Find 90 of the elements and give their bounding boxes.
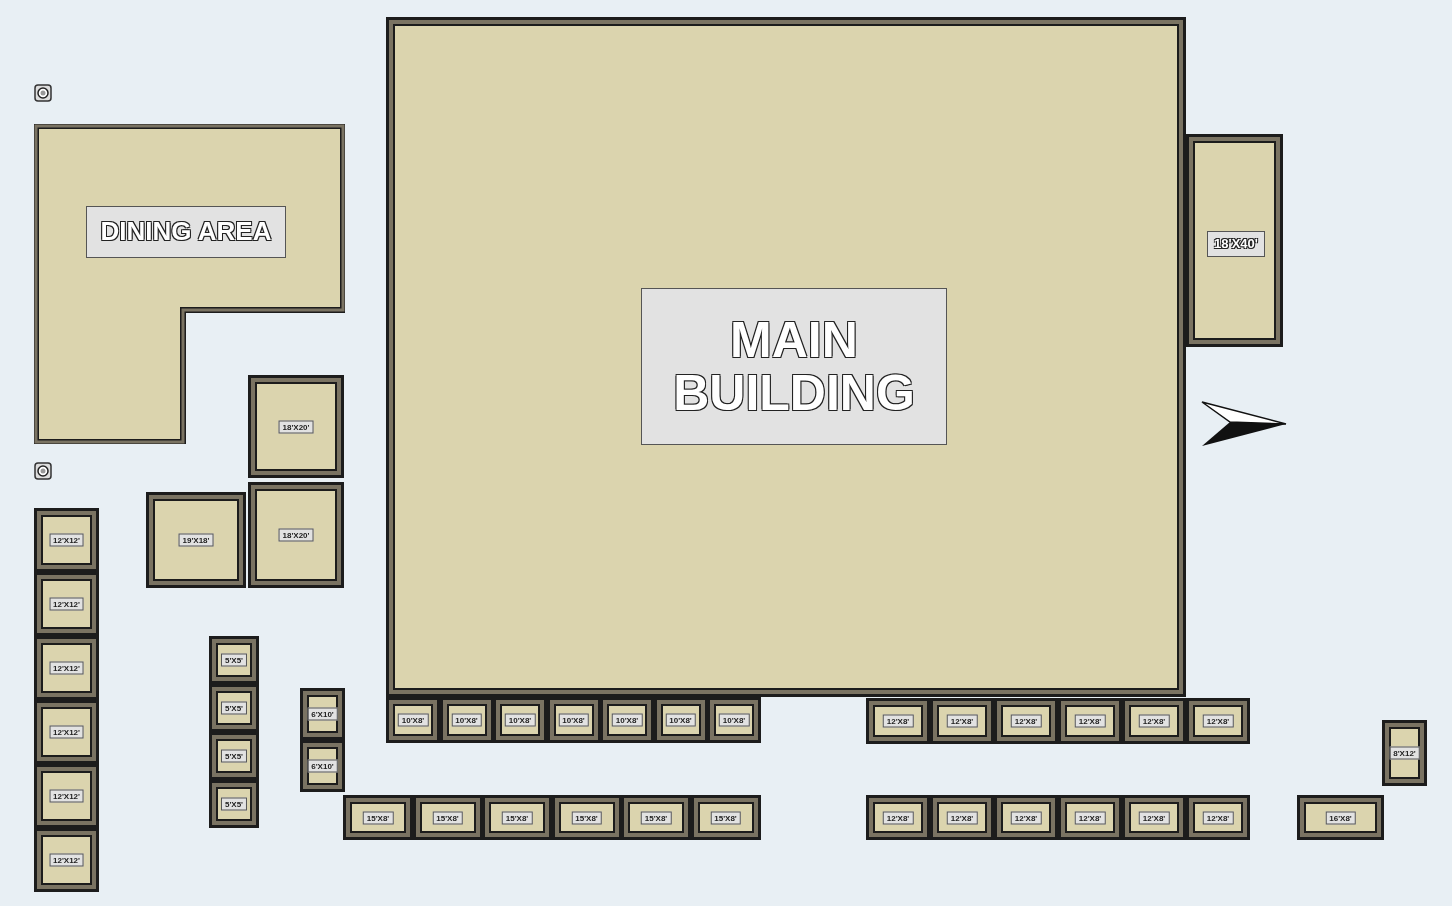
- dining-room: [34, 124, 345, 444]
- room-label: 18'X20': [278, 420, 314, 433]
- room-label: 12'X12': [49, 725, 84, 739]
- room-outline: [600, 697, 654, 743]
- room-outline: [209, 684, 259, 732]
- room-outline: [34, 700, 99, 764]
- room-label: 16'X8': [1325, 811, 1356, 824]
- room-outline: [439, 697, 494, 743]
- room-label: 6'X10': [307, 707, 338, 721]
- room-label: 15'X8': [571, 811, 602, 824]
- room-label: 10'X8': [397, 713, 429, 727]
- room-outline: [343, 795, 413, 840]
- room-outline: [866, 795, 930, 840]
- room-outline: [34, 508, 99, 572]
- room-label: 10'X8': [558, 713, 589, 727]
- room-outline: [412, 795, 483, 840]
- room-label: 10'X8': [611, 713, 643, 727]
- room-label: 12'X8': [946, 714, 978, 728]
- room-outline: [866, 698, 930, 744]
- room-label: 10'X8': [451, 713, 482, 727]
- room-label: 12'X8': [1202, 811, 1234, 824]
- room-outline: [248, 482, 344, 588]
- room-outline: [209, 636, 259, 684]
- room-label: 10'X8': [718, 713, 750, 727]
- room-label: 18'X20': [278, 528, 314, 542]
- room-outline: [209, 732, 259, 780]
- room-outline: [930, 698, 994, 744]
- room-outline: [209, 780, 259, 828]
- room-label: 12'X8': [1138, 714, 1170, 728]
- room-label: 12'X12': [49, 789, 84, 803]
- room-label: 12'X8': [1010, 811, 1042, 824]
- room-label: 5'X5': [221, 653, 247, 667]
- room-label: 12'X12': [49, 533, 84, 547]
- room-label: 12'X12': [49, 597, 84, 611]
- room-outline: [690, 795, 761, 840]
- room-outline: [1382, 720, 1427, 786]
- room-outline: [1122, 795, 1186, 840]
- room-label: 5'X5': [221, 701, 247, 715]
- room-outline: [34, 828, 99, 892]
- room-label: 10'X8': [665, 713, 696, 727]
- room-label: 15'X8': [710, 811, 741, 824]
- room-label: 12'X8': [882, 811, 914, 824]
- room-outline: [1297, 795, 1384, 840]
- room-outline: [546, 697, 601, 743]
- room-label: 12'X8': [1074, 811, 1106, 824]
- room-label: 5'X5': [221, 749, 247, 763]
- room-outline: [1122, 698, 1186, 744]
- room-label: 6'X10': [307, 759, 338, 773]
- room-outline: [386, 697, 440, 743]
- room-outline: [493, 697, 547, 743]
- room-label: 12'X8': [882, 714, 914, 728]
- room-outline: [1058, 795, 1122, 840]
- room-outline: [1186, 698, 1250, 744]
- room-outline: [34, 636, 99, 700]
- room-outline: [34, 764, 99, 828]
- room-label: MAIN BUILDING: [641, 288, 947, 445]
- room-outline: [930, 795, 994, 840]
- room-label: 15'X8': [362, 811, 394, 824]
- room-outline: [300, 688, 345, 740]
- room-label: 8'X12': [1389, 746, 1420, 760]
- room-label: 15'X8': [501, 811, 533, 824]
- room-label: 15'X8': [640, 811, 672, 824]
- room-outline: [994, 698, 1058, 744]
- room-outline: [1186, 134, 1283, 347]
- room-label: 12'X8': [1202, 714, 1234, 728]
- room-label: 12'X12': [49, 853, 84, 867]
- room-outline: [1186, 795, 1250, 840]
- room-outline: [653, 697, 708, 743]
- room-label: 19'X18': [178, 533, 214, 547]
- room-label: DINING AREA: [86, 206, 286, 258]
- room-outline: [34, 572, 99, 636]
- room-outline: [300, 740, 345, 792]
- room-outline: [707, 697, 761, 743]
- room-label: 12'X8': [946, 811, 978, 824]
- room-outline: [146, 492, 246, 588]
- room-label: 12'X12': [49, 661, 84, 675]
- room-label: 12'X8': [1138, 811, 1170, 824]
- room-outline: [248, 375, 344, 478]
- room-label: 12'X8': [1074, 714, 1106, 728]
- room-label: 10'X8': [504, 713, 536, 727]
- room-label: 5'X5': [221, 797, 247, 811]
- room-label: 12'X8': [1010, 714, 1042, 728]
- room-outline: [994, 795, 1058, 840]
- room-label: 15'X8': [432, 811, 463, 824]
- room-label: 18'X40': [1207, 231, 1265, 257]
- room-outline: [621, 795, 691, 840]
- room-outline: [1058, 698, 1122, 744]
- room-outline: [482, 795, 552, 840]
- room-outline: [551, 795, 622, 840]
- building-outline: [386, 17, 1186, 697]
